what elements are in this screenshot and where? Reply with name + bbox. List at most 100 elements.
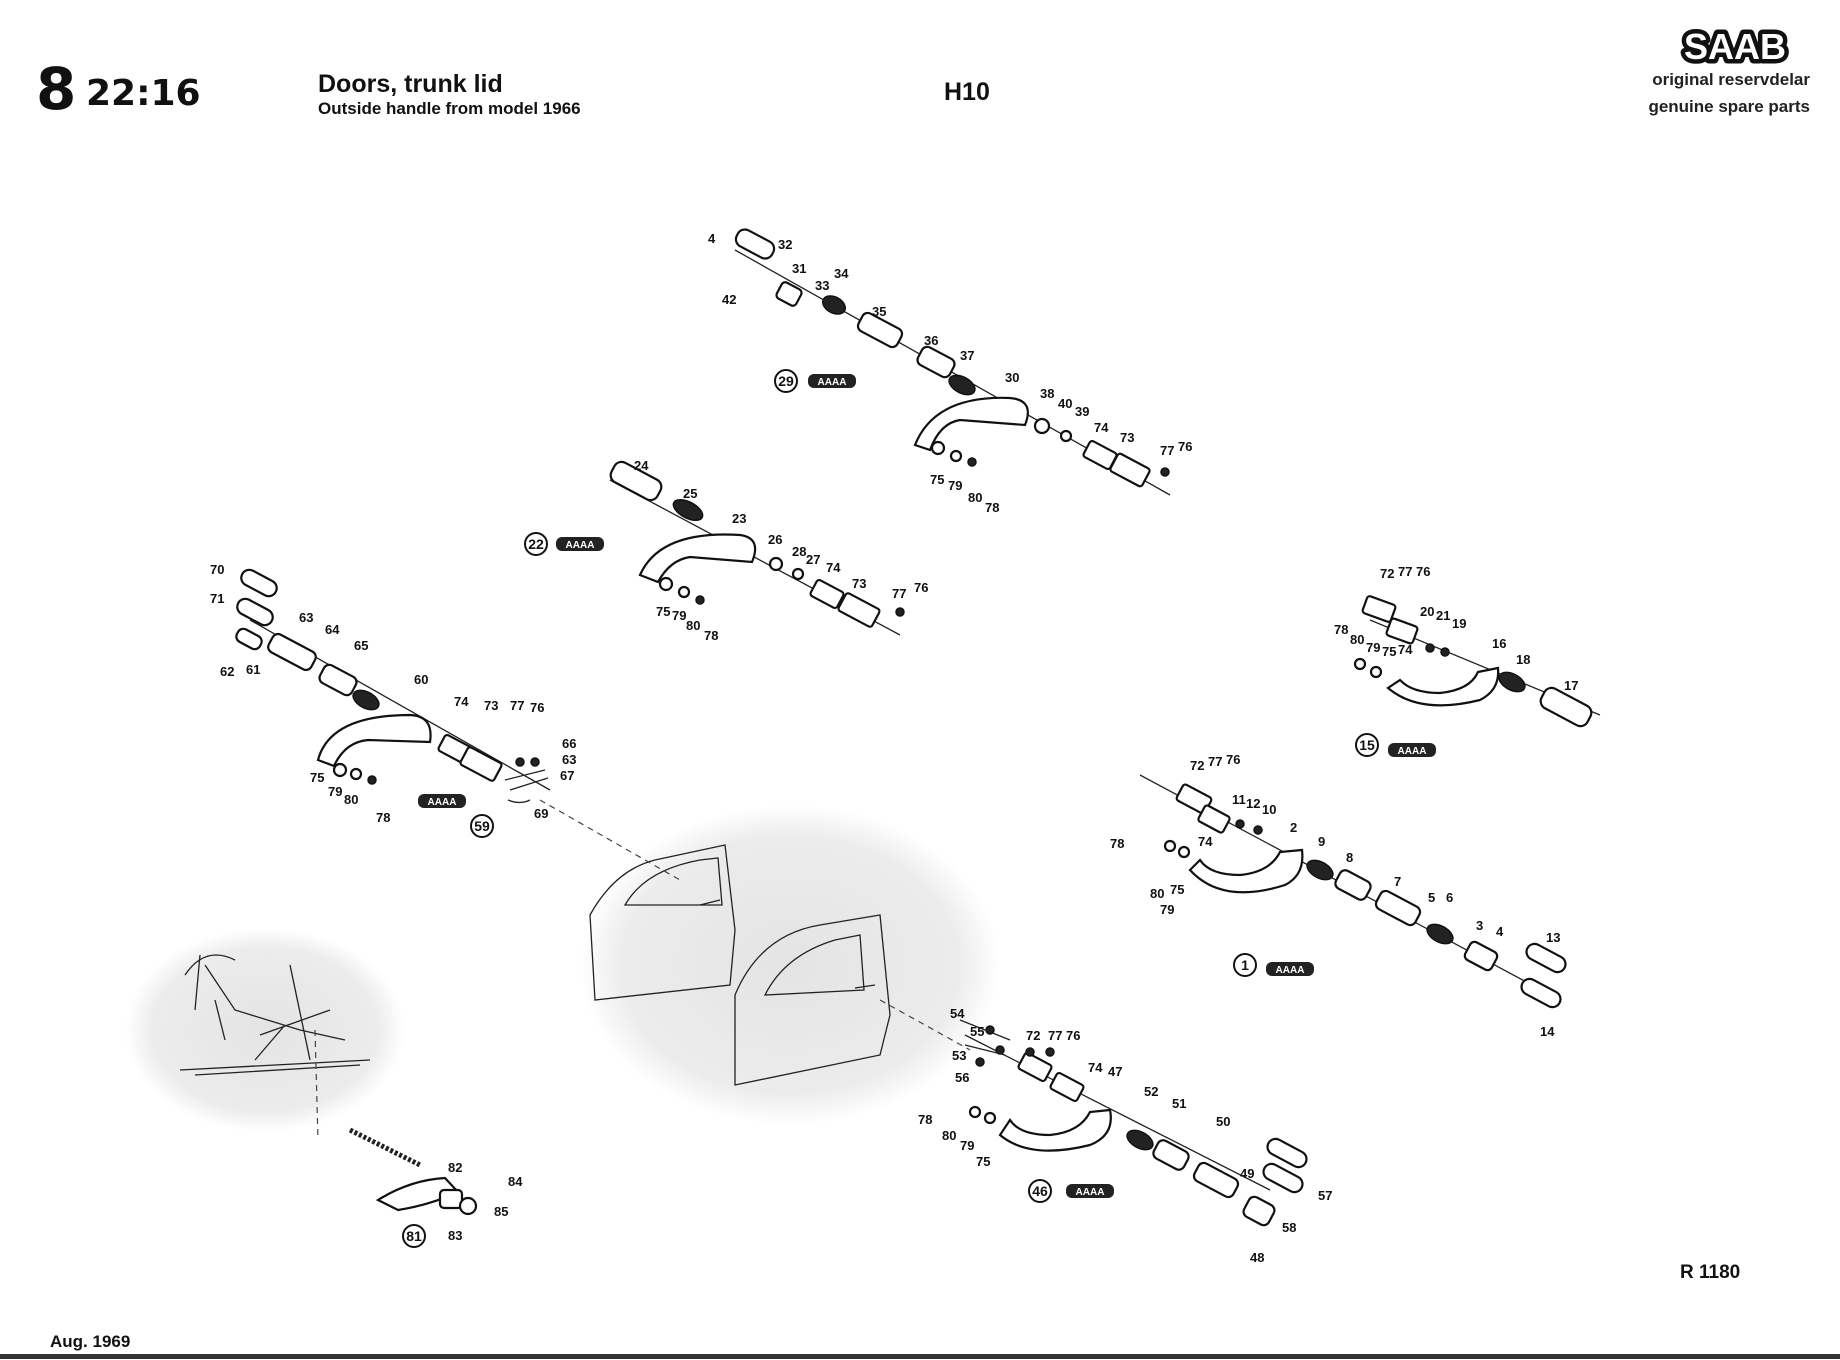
svg-text:77: 77 — [1160, 443, 1174, 458]
svg-text:70: 70 — [210, 562, 224, 577]
svg-text:78: 78 — [704, 628, 718, 643]
callout-22: 22 AAAA — [524, 532, 604, 556]
svg-text:74: 74 — [826, 560, 841, 575]
svg-text:6: 6 — [1446, 890, 1453, 905]
svg-text:79: 79 — [328, 784, 342, 799]
svg-text:72: 72 — [1380, 566, 1394, 581]
svg-text:2: 2 — [1290, 820, 1297, 835]
svg-text:39: 39 — [1075, 404, 1089, 419]
leader-line — [314, 1029, 319, 1141]
svg-text:AAAA: AAAA — [428, 797, 457, 808]
svg-text:76: 76 — [530, 700, 544, 715]
svg-text:74: 74 — [1198, 834, 1213, 849]
print-date: Aug. 1969 — [50, 1332, 131, 1351]
svg-text:AAAA: AAAA — [1398, 746, 1427, 757]
svg-text:47: 47 — [1108, 1064, 1122, 1079]
svg-text:74: 74 — [1094, 420, 1109, 435]
svg-text:66: 66 — [562, 736, 576, 751]
svg-text:75: 75 — [310, 770, 324, 785]
svg-text:15: 15 — [1359, 737, 1375, 753]
svg-text:81: 81 — [406, 1228, 422, 1244]
svg-text:80: 80 — [1150, 886, 1164, 901]
svg-text:3: 3 — [1476, 918, 1483, 933]
svg-text:84: 84 — [508, 1174, 523, 1189]
svg-text:34: 34 — [834, 266, 849, 281]
svg-text:53: 53 — [952, 1048, 966, 1063]
svg-text:75: 75 — [930, 472, 944, 487]
svg-text:13: 13 — [1546, 930, 1560, 945]
svg-text:18: 18 — [1516, 652, 1530, 667]
svg-text:40: 40 — [1058, 396, 1072, 411]
svg-text:20: 20 — [1420, 604, 1434, 619]
callout-1: 1 AAAA — [1233, 953, 1314, 977]
svg-text:46: 46 — [1032, 1183, 1048, 1199]
svg-text:83: 83 — [448, 1228, 462, 1243]
drawing-reference: R 1180 — [1680, 1262, 1741, 1283]
svg-text:AAAA: AAAA — [1076, 1187, 1105, 1198]
svg-text:72: 72 — [1190, 758, 1204, 773]
bottom-rule — [0, 1354, 1840, 1359]
svg-text:75: 75 — [1382, 644, 1396, 659]
svg-text:4: 4 — [708, 231, 716, 246]
brand-tagline-genuine: genuine spare parts — [1648, 97, 1810, 116]
svg-text:75: 75 — [976, 1154, 990, 1169]
svg-text:14: 14 — [1540, 1024, 1555, 1039]
svg-text:AAAA: AAAA — [818, 377, 847, 388]
rear-door-outline — [589, 844, 736, 1001]
svg-text:62: 62 — [220, 664, 234, 679]
assembly-81-parts — [348, 1127, 478, 1216]
svg-text:74: 74 — [1088, 1060, 1103, 1075]
svg-text:72: 72 — [1026, 1028, 1040, 1043]
svg-text:22: 22 — [528, 536, 544, 552]
svg-text:76: 76 — [1066, 1028, 1080, 1043]
page-code: H10 — [944, 78, 990, 106]
assembly-15-parts — [1353, 595, 1593, 728]
svg-text:67: 67 — [560, 768, 574, 783]
svg-text:77: 77 — [892, 586, 906, 601]
svg-text:30: 30 — [1005, 370, 1019, 385]
svg-text:74: 74 — [454, 694, 469, 709]
svg-text:56: 56 — [955, 1070, 969, 1085]
svg-text:5: 5 — [1428, 890, 1435, 905]
svg-text:80: 80 — [968, 490, 982, 505]
svg-text:33: 33 — [815, 278, 829, 293]
svg-text:49: 49 — [1240, 1166, 1254, 1181]
callout-46: 46 AAAA — [1028, 1179, 1114, 1203]
svg-text:78: 78 — [918, 1112, 932, 1127]
svg-text:76: 76 — [914, 580, 928, 595]
svg-text:60: 60 — [414, 672, 428, 687]
leader-line — [539, 799, 681, 881]
svg-text:75: 75 — [656, 604, 670, 619]
front-door-outline — [734, 914, 891, 1086]
svg-text:55: 55 — [970, 1024, 984, 1039]
svg-text:51: 51 — [1172, 1096, 1186, 1111]
svg-text:73: 73 — [484, 698, 498, 713]
callout-81: 81 — [402, 1224, 426, 1248]
svg-text:8: 8 — [1346, 850, 1353, 865]
svg-text:37: 37 — [960, 348, 974, 363]
assembly-1-parts — [1163, 783, 1567, 1009]
svg-text:9: 9 — [1318, 834, 1325, 849]
callout-15: 15 AAAA — [1355, 733, 1436, 757]
svg-text:79: 79 — [1366, 640, 1380, 655]
svg-text:79: 79 — [948, 478, 962, 493]
svg-text:78: 78 — [985, 500, 999, 515]
svg-text:32: 32 — [778, 237, 792, 252]
svg-text:73: 73 — [852, 576, 866, 591]
svg-text:76: 76 — [1178, 439, 1192, 454]
saab-logo: SAAB SAAB — [1679, 28, 1790, 64]
svg-text:35: 35 — [872, 304, 886, 319]
svg-text:64: 64 — [325, 622, 340, 637]
section-code: 22:16 — [86, 73, 201, 114]
svg-text:27: 27 — [806, 552, 820, 567]
brand-tagline-original: original reservdelar — [1652, 70, 1810, 89]
svg-text:42: 42 — [722, 292, 736, 307]
svg-text:75: 75 — [1170, 882, 1184, 897]
svg-text:85: 85 — [494, 1204, 508, 1219]
svg-text:80: 80 — [1350, 632, 1364, 647]
svg-text:82: 82 — [448, 1160, 462, 1175]
svg-text:65: 65 — [354, 638, 368, 653]
svg-text:25: 25 — [683, 486, 697, 501]
svg-text:19: 19 — [1452, 616, 1466, 631]
svg-text:11: 11 — [1232, 792, 1246, 807]
